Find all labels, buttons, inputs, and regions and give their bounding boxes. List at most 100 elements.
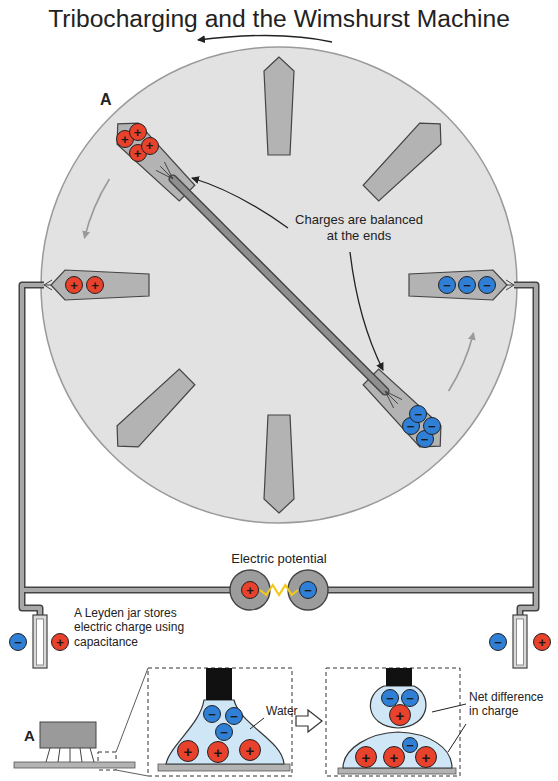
machine-icon [46,748,94,762]
motion-arrow [85,179,110,238]
disc-sector [360,113,451,204]
part-label: A [100,90,120,109]
disc-sector [264,415,294,513]
water-drop [206,668,232,700]
water-leader [250,718,264,729]
charge-sign: − [14,636,22,649]
disc [41,47,517,523]
charge-sign: + [538,636,546,649]
electrode-sphere [230,570,270,610]
neutralizing-rod [385,391,398,404]
leader-arrow [350,252,383,370]
charge-sign: + [246,584,254,597]
charge-sign: − [443,279,451,292]
charge-sign: − [428,420,436,433]
leyden-jar [517,619,524,665]
machine-icon [70,748,71,762]
leader-arrow [192,178,383,370]
zoom-line [116,668,148,776]
charge-circle: − [299,581,317,599]
charge-sign: + [146,139,154,152]
collector-wire [506,285,514,290]
water-drop [370,686,426,728]
rotation-arrow [198,35,332,42]
leyden-jar [33,615,47,668]
leyden-jar [37,619,44,665]
charge-sign: + [362,750,371,765]
rotation-arrow [198,35,332,42]
charge-sign: + [214,745,223,760]
machine-icon [14,762,135,768]
zoom-box [98,668,460,776]
charge-circle: + [141,137,159,155]
zoom-box [148,668,292,776]
charge-sign: + [91,279,99,292]
leader-arrow [192,178,288,228]
charge-sign: + [390,750,399,765]
charge-sign: − [463,279,471,292]
disc-sector [107,366,198,457]
charge-circle: + [86,276,104,294]
machine-icon [40,722,96,748]
charge-sign: − [208,708,216,721]
diagram-title: Tribocharging and the Wimshurst Machine [0,4,558,34]
neutralizing-rod [156,162,402,408]
collector-wire [326,285,536,615]
charge-sign: + [134,147,142,160]
charge-sign: + [134,126,142,139]
disc-sector [51,57,507,513]
charge-sign: + [70,279,78,292]
charge-sign: − [406,692,414,705]
charge-circle: − [225,707,243,725]
disc-sector [264,57,294,155]
charge-sign: − [483,279,491,292]
machine-icon [58,748,60,762]
process-arrow [296,710,322,732]
machine-icon [46,748,50,762]
charge-circle: − [9,633,27,651]
charge-circle: + [533,633,551,651]
charge-circle: + [239,739,261,761]
disc-sector [51,270,149,300]
machine-icon [80,748,82,762]
electrode-sphere [288,570,328,610]
charge-circle: − [215,723,233,741]
neutralizing-rod [156,162,402,408]
callout-text: Net difference in charge [469,690,549,719]
note-text: A Leyden jar stores electric charge usin… [74,606,196,649]
zoom-line [116,770,148,776]
charge-sign: − [406,739,414,752]
collector-wire [326,285,536,615]
zoom-box [326,668,460,776]
charge-circle: + [355,746,377,768]
charge-sign: − [230,710,238,723]
water-drop [158,764,290,771]
charge-circle: + [383,746,405,768]
machine-icon [14,722,135,768]
neutralizing-rod [156,170,173,179]
charge-circle: + [415,746,437,768]
collector-wire [22,285,232,615]
charge-circle: + [51,633,69,651]
charge-circle: − [458,276,476,294]
leyden-jar [513,615,527,668]
process-arrow [296,710,322,732]
electrode-sphere [230,570,328,610]
charge-sign: + [396,708,405,723]
collector-wire [22,280,536,615]
charge-circle: − [423,417,441,435]
collector-wire [22,285,232,615]
charge-circle: − [438,276,456,294]
callout-text: Charges are balanced at the ends [288,212,430,243]
zoom-line [116,668,148,752]
motion-arrow [449,333,474,391]
water-drop [343,732,452,768]
neutralizing-rod [160,166,173,179]
machine-icon [90,748,94,762]
water-drop [338,768,456,774]
charge-sign: − [494,636,502,649]
neutralizing-rod [385,391,402,400]
charge-sign: − [220,726,228,739]
